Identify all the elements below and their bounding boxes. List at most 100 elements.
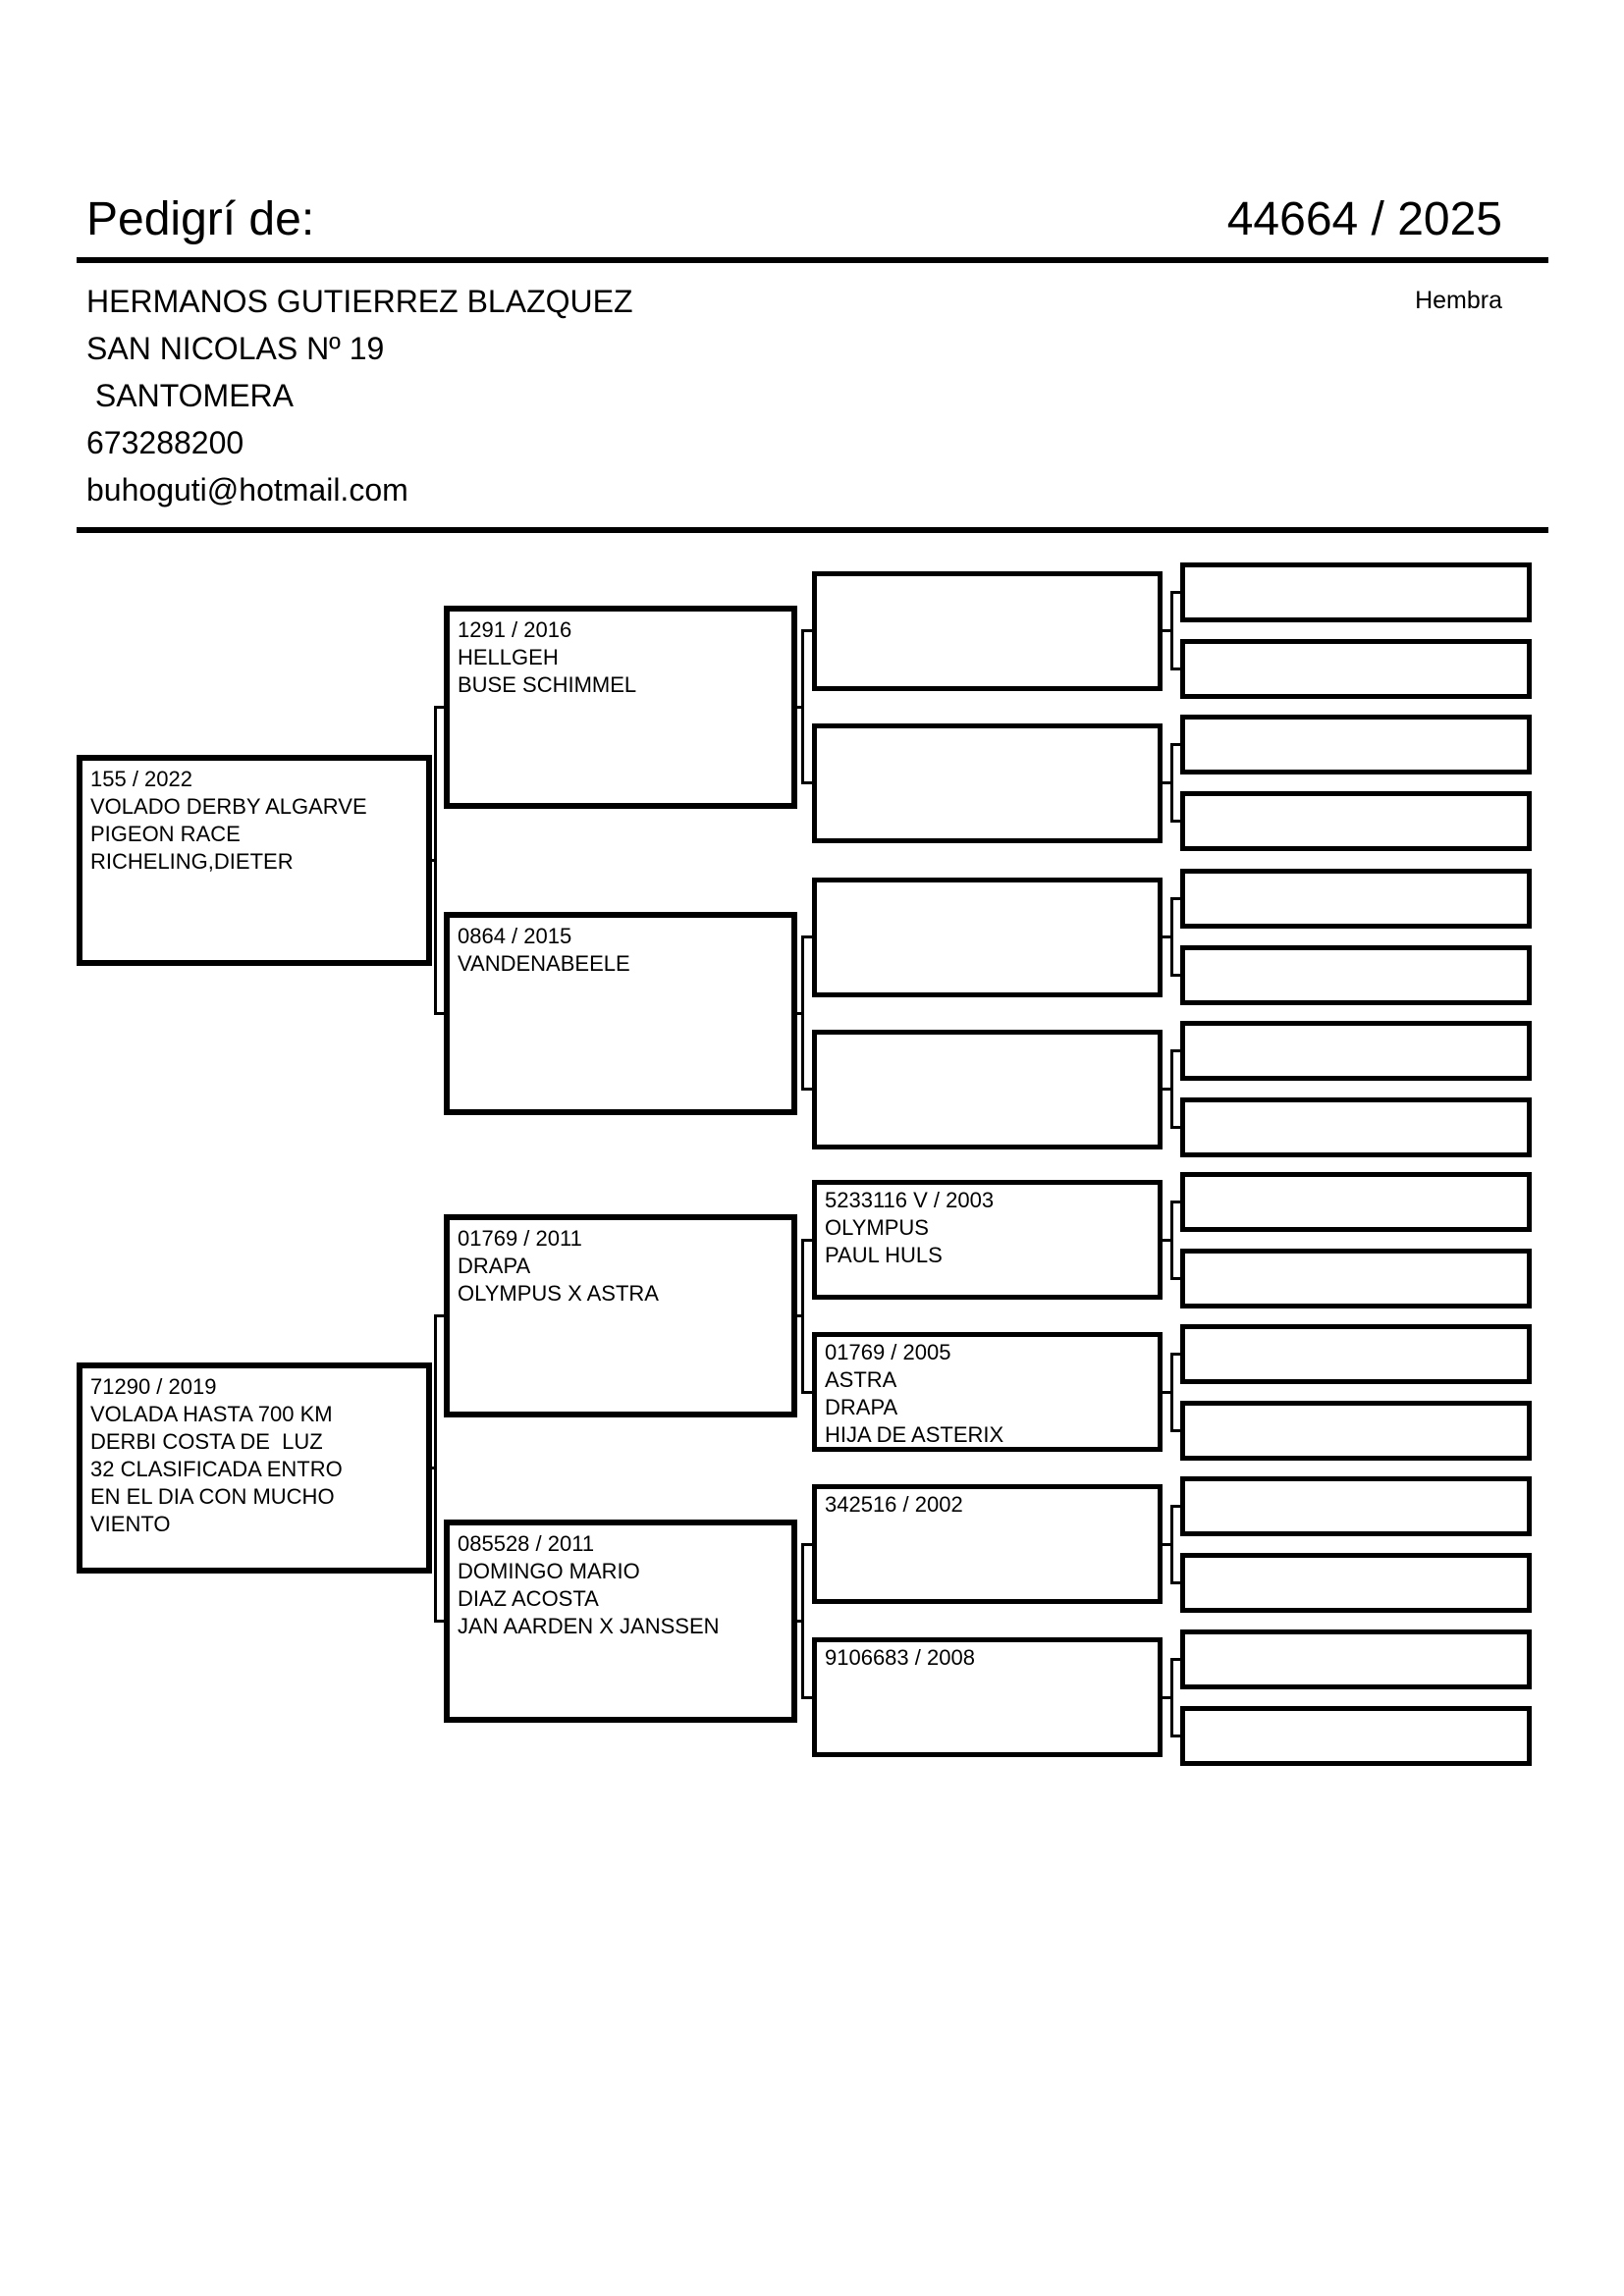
pedigree-box-text-line: 155 / 2022 xyxy=(90,766,192,791)
pedigree-box-text-line: DOMINGO MARIO xyxy=(458,1558,640,1583)
connector-horizontal xyxy=(1169,1580,1180,1584)
pedigree-box-text-line: 01769 / 2005 xyxy=(825,1340,951,1364)
pedigree-box-text-line: VOLADA HASTA 700 KM xyxy=(90,1402,333,1426)
pedigree-box-gen4-15 xyxy=(1180,1629,1532,1689)
connector-horizontal xyxy=(434,1011,444,1015)
connector-horizontal xyxy=(801,781,812,784)
connector-horizontal xyxy=(434,1314,444,1317)
pedigree-box-text-line: 71290 / 2019 xyxy=(90,1374,217,1399)
pedigree-box-text-line: 342516 / 2002 xyxy=(825,1492,963,1517)
connector-horizontal xyxy=(1163,629,1173,632)
connector-horizontal xyxy=(1163,1695,1173,1699)
pedigree-box-text-line: VANDENABEELE xyxy=(458,950,630,976)
owner-phone: 673288200 xyxy=(86,425,244,460)
connector-horizontal xyxy=(1169,1200,1180,1203)
pedigree-box-text-line: ASTRA xyxy=(825,1367,897,1392)
connector-horizontal xyxy=(1163,1238,1173,1242)
connector-horizontal xyxy=(1163,781,1173,784)
pedigree-box-text-line: HELLGEH xyxy=(458,644,559,669)
connector-horizontal xyxy=(1163,935,1173,938)
pedigree-box-text-line: HIJA DE ASTERIX xyxy=(825,1422,1004,1447)
connector-horizontal xyxy=(801,1088,812,1091)
connector-horizontal xyxy=(1163,1088,1173,1091)
pedigree-box-text-line: OLYMPUS X ASTRA xyxy=(458,1281,659,1306)
connector-horizontal xyxy=(1169,743,1180,746)
pedigree-box-gen4-16 xyxy=(1180,1705,1532,1766)
connector-horizontal xyxy=(1169,820,1180,823)
pedigree-box-gen3-2 xyxy=(812,722,1163,843)
pedigree-box-gen4-2 xyxy=(1180,639,1532,699)
connector-horizontal xyxy=(1163,1542,1173,1546)
pedigree-box-text-line: 9106683 / 2008 xyxy=(825,1645,975,1670)
connector-horizontal xyxy=(1169,1126,1180,1129)
connector-horizontal xyxy=(797,1314,804,1317)
pedigree-box-gen4-9 xyxy=(1180,1171,1532,1232)
sex-label: Hembra xyxy=(1415,287,1502,314)
owner-divider xyxy=(77,527,1548,533)
pedigree-box-text-line: PAUL HULS xyxy=(825,1243,943,1267)
page-title: Pedigrí de: xyxy=(86,193,315,245)
pedigree-box-text-line: DRAPA xyxy=(458,1254,531,1278)
connector-horizontal xyxy=(1169,667,1180,670)
connector-horizontal xyxy=(1169,1276,1180,1280)
ring-number: 44664 / 2025 xyxy=(1226,193,1502,245)
connector-horizontal xyxy=(434,705,444,709)
connector-horizontal xyxy=(432,858,437,862)
connector-horizontal xyxy=(432,1467,437,1469)
pedigree-box-text-line: VIENTO xyxy=(90,1512,171,1536)
pedigree-box-text-line: DERBI COSTA DE LUZ xyxy=(90,1429,323,1454)
connector-horizontal xyxy=(1169,1657,1180,1661)
connector-horizontal xyxy=(1169,591,1180,594)
pedigree-box-gen4-13 xyxy=(1180,1475,1532,1536)
pedigree-box-gen4-10 xyxy=(1180,1248,1532,1308)
pedigree-box-text-line: EN EL DIA CON MUCHO xyxy=(90,1484,335,1509)
connector-horizontal xyxy=(797,705,804,709)
pedigree-box-text-line: RICHELING,DIETER xyxy=(90,848,294,874)
connector-horizontal xyxy=(1169,897,1180,900)
pedigree-box-text-line: DRAPA xyxy=(825,1395,898,1419)
pedigree-box-text-line: PIGEON RACE xyxy=(90,821,241,846)
pedigree-box-text-line: 5233116 V / 2003 xyxy=(825,1188,995,1212)
pedigree-box-gen3-1 xyxy=(812,570,1163,691)
pedigree-box-gen3-4 xyxy=(812,1029,1163,1149)
pedigree-box-gen4-5 xyxy=(1180,869,1532,929)
connector-horizontal xyxy=(797,1619,804,1623)
owner-address: SAN NICOLAS Nº 19 xyxy=(86,331,385,366)
pedigree-box-text-line: 085528 / 2011 xyxy=(458,1530,595,1556)
pedigree-box-gen4-7 xyxy=(1180,1021,1532,1081)
owner-city: SANTOMERA xyxy=(86,378,294,413)
connector-horizontal xyxy=(1169,1734,1180,1737)
pedigree-box-text-line: 0864 / 2015 xyxy=(458,923,572,948)
pedigree-box-gen3-3 xyxy=(812,877,1163,997)
connector-horizontal xyxy=(801,1238,812,1242)
pedigree-box-gen4-4 xyxy=(1180,791,1532,851)
connector-horizontal xyxy=(1169,1352,1180,1356)
connector-horizontal xyxy=(797,1011,804,1015)
pedigree-box-gen4-11 xyxy=(1180,1323,1532,1384)
connector-horizontal xyxy=(801,935,812,938)
header-divider xyxy=(77,257,1548,263)
connector-horizontal xyxy=(1169,1428,1180,1432)
owner-email: buhoguti@hotmail.com xyxy=(86,472,408,507)
pedigree-box-gen4-3 xyxy=(1180,715,1532,774)
connector-horizontal xyxy=(434,1619,444,1623)
pedigree-box-text-line: 1291 / 2016 xyxy=(458,616,572,642)
pedigree-box-gen4-1 xyxy=(1180,562,1532,622)
pedigree-box-text-line: DIAZ ACOSTA xyxy=(458,1585,599,1611)
owner-name: HERMANOS GUTIERREZ BLAZQUEZ xyxy=(86,284,633,319)
connector-horizontal xyxy=(801,1695,812,1699)
connector-horizontal xyxy=(1169,1504,1180,1508)
pedigree-box-text-line: BUSE SCHIMMEL xyxy=(458,671,637,697)
pedigree-box-text-line: VOLADO DERBY ALGARVE xyxy=(90,793,367,819)
connector-horizontal xyxy=(801,1542,812,1546)
